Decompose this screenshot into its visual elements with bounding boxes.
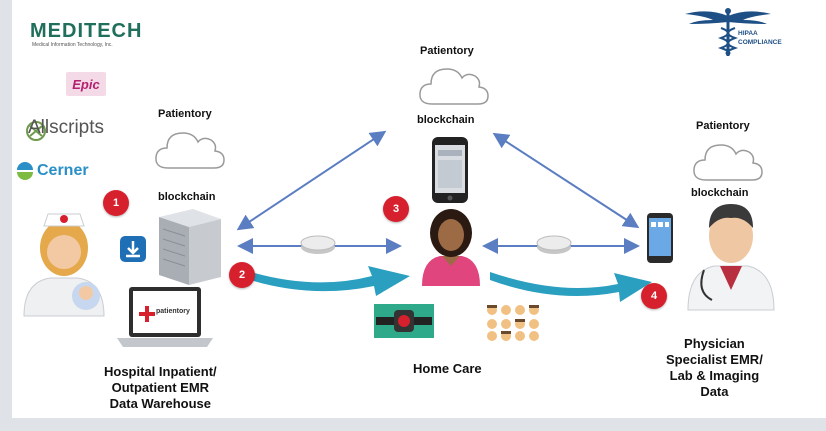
token-icon bbox=[300, 235, 336, 254]
cloud-hospital-caption: blockchain bbox=[158, 191, 216, 203]
cloud-hospital-title: Patientory bbox=[158, 108, 212, 120]
token-icon bbox=[536, 235, 572, 254]
cerner-mark-icon bbox=[17, 162, 33, 180]
patient-icon bbox=[422, 209, 480, 286]
arrow-hospital-to-center bbox=[236, 130, 387, 231]
step-badge-1: 1 bbox=[103, 190, 129, 216]
tablet-icon bbox=[647, 213, 673, 263]
cloud-physician-caption: blockchain bbox=[691, 187, 749, 199]
flow-arrow-left bbox=[238, 266, 410, 296]
flow-arrow-right bbox=[490, 272, 652, 302]
home-care-label: Home Care bbox=[413, 361, 482, 376]
laptop-icon bbox=[117, 287, 213, 347]
step-badge-4: 4 bbox=[641, 283, 667, 309]
cloud-icon bbox=[693, 144, 763, 181]
physician-label: Physician Specialist EMR/ Lab & Imaging … bbox=[666, 336, 763, 399]
meditech-logo: MEDITECH bbox=[30, 20, 143, 42]
epic-logo: Epic bbox=[66, 72, 106, 96]
nurse-icon bbox=[23, 213, 105, 317]
download-icon bbox=[120, 236, 146, 262]
server-icon bbox=[159, 209, 221, 285]
dna-icon bbox=[26, 121, 46, 141]
step-badge-3: 3 bbox=[383, 196, 409, 222]
faces-icon bbox=[487, 305, 539, 341]
allscripts-logo: Allscripts bbox=[28, 117, 105, 138]
cloud-icon bbox=[155, 132, 225, 169]
cerner-logo: Cerner bbox=[37, 162, 89, 179]
caduceus-icon bbox=[685, 8, 771, 56]
hipaa-compliance-text: HIPAA COMPLIANCE bbox=[738, 30, 782, 46]
cloud-center-title: Patientory bbox=[420, 45, 474, 57]
meditech-tagline: Medical Information Technology, Inc. bbox=[32, 42, 113, 48]
phone-icon bbox=[432, 137, 468, 203]
cloud-icon bbox=[419, 68, 489, 105]
smartwatch-icon bbox=[374, 304, 434, 338]
arrow-center-to-physician bbox=[492, 132, 640, 229]
cloud-physician-title: Patientory bbox=[696, 120, 750, 132]
step-badge-2: 2 bbox=[229, 262, 255, 288]
hospital-label: Hospital Inpatient/ Outpatient EMR Data … bbox=[104, 364, 217, 411]
laptop-brand-text: patientory bbox=[156, 308, 190, 315]
cloud-center-caption: blockchain bbox=[417, 114, 475, 126]
doctor-icon bbox=[687, 204, 775, 311]
